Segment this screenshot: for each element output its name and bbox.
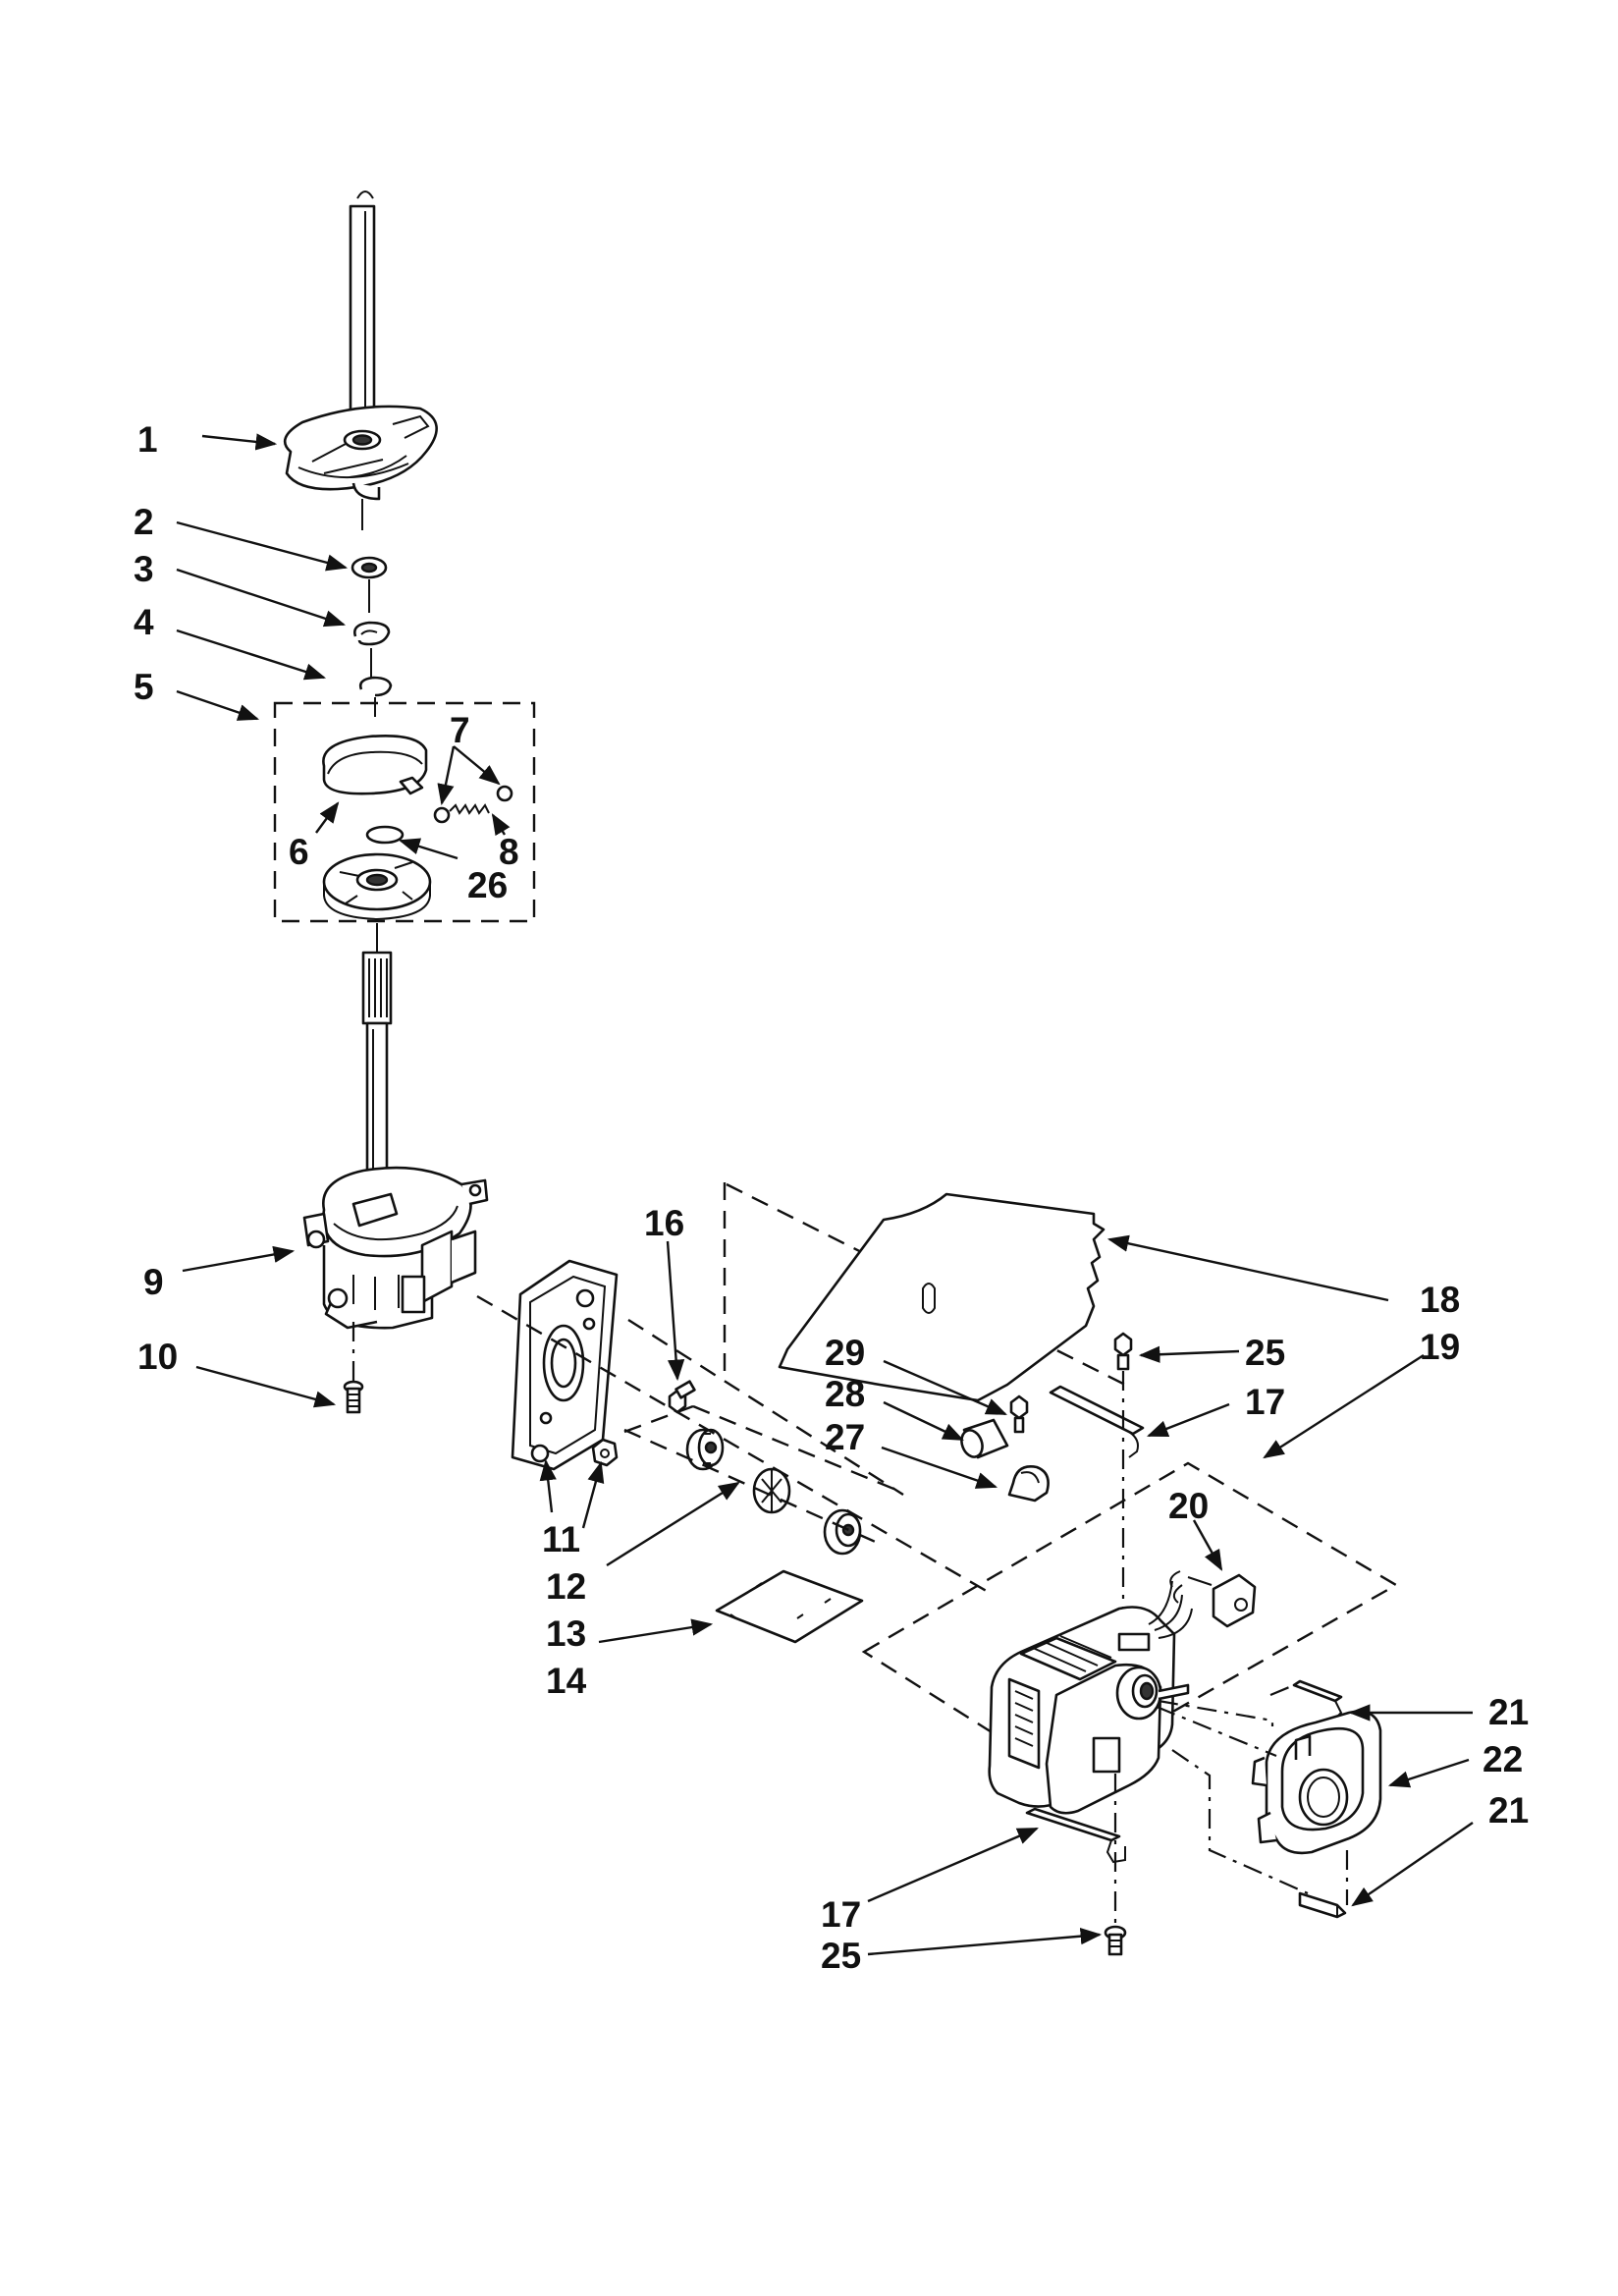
callout-22: 22 — [1483, 1739, 1523, 1779]
motor-screw-upper — [1113, 1332, 1133, 1371]
callout-4: 4 — [134, 602, 154, 642]
alignment-line — [476, 1294, 991, 1595]
nut — [591, 1438, 619, 1467]
alignment-line — [627, 1318, 904, 1497]
callout-25-upper: 25 — [1245, 1333, 1285, 1373]
callout-16: 16 — [644, 1203, 684, 1243]
callout-3: 3 — [134, 549, 154, 589]
alignment-line — [692, 1404, 904, 1495]
callout-17-lower: 17 — [821, 1894, 861, 1935]
coupling-screw — [668, 1380, 696, 1414]
callout-21-lower: 21 — [1488, 1790, 1529, 1831]
pump-clip-lower — [1298, 1891, 1347, 1919]
coupling-middle — [752, 1467, 791, 1514]
retainer-ring — [353, 621, 391, 646]
callout-6: 6 — [289, 832, 309, 872]
callout-29: 29 — [825, 1333, 865, 1373]
callout-27: 27 — [825, 1417, 865, 1457]
callout-19: 19 — [1420, 1327, 1460, 1367]
callout-1: 1 — [137, 419, 158, 460]
callout-labels: 1 2 3 4 5 6 7 8 26 9 10 11 12 13 14 16 2… — [134, 419, 1529, 1976]
motor-shield — [778, 1192, 1106, 1402]
pump — [1251, 1710, 1382, 1855]
spin-tube-shaft — [349, 191, 376, 436]
callout-7: 7 — [450, 710, 470, 750]
coupling-upper — [685, 1428, 725, 1471]
callout-21-upper: 21 — [1488, 1692, 1529, 1732]
pump-alignment — [1269, 1683, 1295, 1697]
drive-pad — [715, 1569, 864, 1644]
pump-alignment — [1171, 1749, 1309, 1895]
clutch-spring — [433, 785, 513, 824]
clutch-band — [322, 735, 428, 795]
motor-coupling-mount — [511, 1259, 619, 1471]
callout-5: 5 — [134, 667, 154, 707]
drive-shaft — [361, 951, 393, 1208]
leader-lines — [176, 433, 1474, 1956]
alignment-line — [726, 1182, 1130, 1389]
clutch-assembly-box — [273, 701, 536, 923]
motor — [988, 1580, 1193, 1815]
callout-18: 18 — [1420, 1280, 1460, 1320]
alignment-line — [623, 1404, 694, 1434]
capacitor-clamp — [1007, 1465, 1050, 1503]
pump-alignment — [1156, 1705, 1277, 1758]
callout-12: 12 — [546, 1566, 586, 1607]
capacitor — [960, 1394, 1029, 1459]
callout-20: 20 — [1168, 1486, 1209, 1526]
pump-clip-upper — [1292, 1679, 1343, 1722]
brake-assembly — [283, 405, 438, 501]
callout-10: 10 — [137, 1337, 178, 1377]
clutch-shoe — [322, 825, 432, 921]
clip — [358, 676, 393, 697]
callout-9: 9 — [143, 1262, 164, 1302]
callout-13: 13 — [546, 1613, 586, 1654]
motor-clip-upper — [1049, 1385, 1145, 1458]
motor-clip-lower — [1025, 1807, 1126, 1864]
callout-25-lower: 25 — [821, 1936, 861, 1976]
washer — [351, 556, 388, 579]
motor-switch — [1169, 1570, 1257, 1628]
gearcase — [302, 1166, 489, 1330]
callout-28: 28 — [825, 1374, 865, 1414]
pump-alignment — [1158, 1699, 1274, 1726]
callout-8: 8 — [499, 832, 519, 872]
coupling-lower — [823, 1508, 862, 1556]
callout-17-upper: 17 — [1245, 1382, 1285, 1422]
alignment-line — [623, 1428, 881, 1546]
callout-14: 14 — [546, 1661, 587, 1701]
motor-screw-lower — [1104, 1925, 1127, 1956]
callout-2: 2 — [134, 502, 154, 542]
callout-26: 26 — [467, 865, 508, 905]
callout-11: 11 — [542, 1519, 580, 1559]
gearcase-screw — [343, 1380, 364, 1414]
